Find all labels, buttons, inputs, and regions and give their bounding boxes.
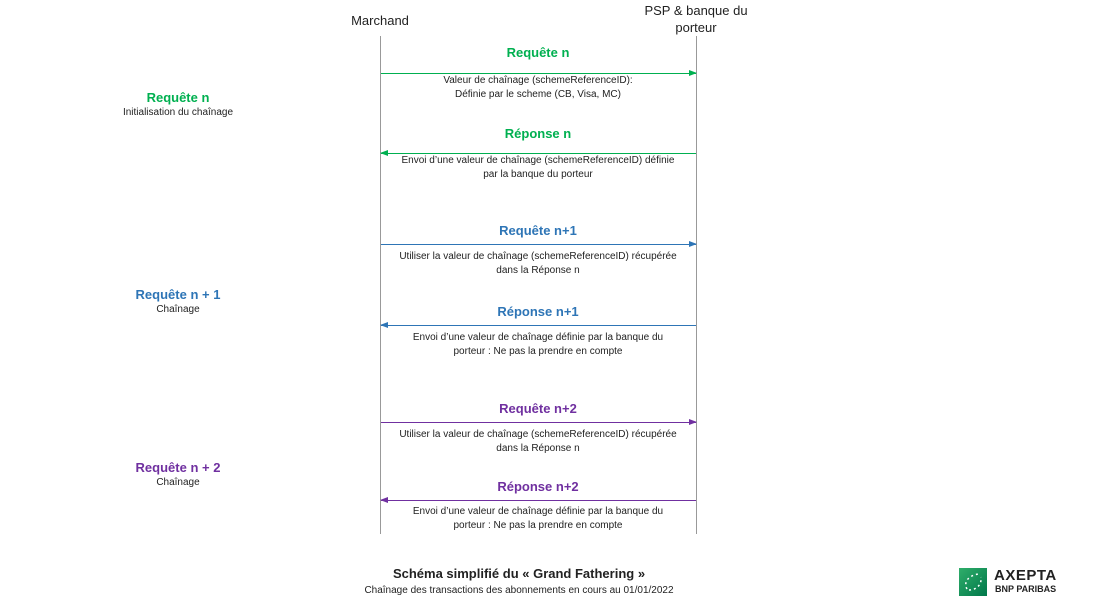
message-label: Réponse n+1	[497, 304, 579, 319]
desc-line: porteur : Ne pas la prendre en compte	[453, 520, 623, 531]
message-label: Requête n+2	[499, 401, 577, 416]
lifeline-psp	[696, 36, 697, 534]
desc-line: porteur : Ne pas la prendre en compte	[453, 346, 623, 357]
bnp-stars-icon	[959, 568, 987, 596]
arrowhead-icon	[380, 150, 388, 156]
arrowhead-icon	[689, 419, 697, 425]
phase-subtitle: Initialisation du chaînage	[122, 107, 234, 118]
desc-line: Utiliser la valeur de chaînage (schemeRe…	[399, 429, 677, 440]
desc-line: Envoi d’une valeur de chaînage définie p…	[412, 332, 664, 343]
phase-chainage-2: Requête n + 2 Chaînage	[78, 459, 278, 490]
phase-subtitle: Chaînage	[156, 304, 200, 315]
phase-title: Requête n + 1	[135, 287, 221, 302]
arrow-right	[381, 241, 697, 247]
arrow-right	[381, 70, 697, 76]
message-description: Valeur de chaînage (schemeReferenceID): D…	[380, 74, 696, 102]
phase-title: Requête n + 2	[135, 460, 221, 475]
arrow-right	[381, 419, 697, 425]
arrowhead-icon	[689, 241, 697, 247]
message-description: Utiliser la valeur de chaînage (schemeRe…	[380, 250, 696, 278]
desc-line: Définie par le scheme (CB, Visa, MC)	[455, 89, 621, 100]
message-description: Envoi d’une valeur de chaînage définie p…	[380, 505, 696, 533]
desc-line: dans la Réponse n	[496, 443, 580, 454]
arrow-left	[380, 322, 696, 328]
axepta-logo: AXEPTA BNP PARIBAS	[959, 567, 1079, 597]
desc-line: dans la Réponse n	[496, 265, 580, 276]
message-description: Envoi d’une valeur de chaînage définie p…	[380, 331, 696, 359]
participant-psp-line1: PSP & banque du	[644, 3, 748, 18]
message-label: Réponse n	[504, 126, 572, 141]
phase-title: Requête n	[146, 90, 210, 105]
message-label: Requête n	[506, 45, 570, 60]
logo-name: AXEPTA	[994, 567, 1057, 584]
lifeline-marchand	[380, 36, 381, 534]
phase-chainage-1: Requête n + 1 Chaînage	[78, 286, 278, 317]
desc-line: Envoi d’une valeur de chaînage définie p…	[412, 506, 664, 517]
footer-subtitle: Chaînage des transactions des abonnement…	[364, 585, 674, 596]
phase-subtitle: Chaînage	[156, 477, 200, 488]
phase-initialisation: Requête n Initialisation du chaînage	[78, 89, 278, 120]
participant-marchand: Marchand	[351, 13, 409, 28]
desc-line: par la banque du porteur	[483, 169, 593, 180]
arrowhead-icon	[380, 322, 388, 328]
message-description: Envoi d’une valeur de chaînage (schemeRe…	[380, 154, 696, 182]
participant-psp-line2: porteur	[675, 20, 717, 35]
message-label: Réponse n+2	[497, 479, 579, 494]
desc-line: Envoi d’une valeur de chaînage (schemeRe…	[401, 155, 675, 166]
participant-psp: PSP & banque du porteur	[616, 2, 776, 36]
arrowhead-icon	[380, 497, 388, 503]
message-description: Utiliser la valeur de chaînage (schemeRe…	[380, 428, 696, 456]
arrow-left	[380, 150, 696, 156]
message-label: Requête n+1	[499, 223, 577, 238]
desc-line: Utiliser la valeur de chaînage (schemeRe…	[399, 251, 677, 262]
footer-title: Schéma simplifié du « Grand Fathering »	[392, 566, 646, 581]
logo-sub: BNP PARIBAS	[995, 584, 1057, 594]
arrow-left	[380, 497, 696, 503]
desc-line: Valeur de chaînage (schemeReferenceID):	[443, 75, 633, 86]
arrowhead-icon	[689, 70, 697, 76]
